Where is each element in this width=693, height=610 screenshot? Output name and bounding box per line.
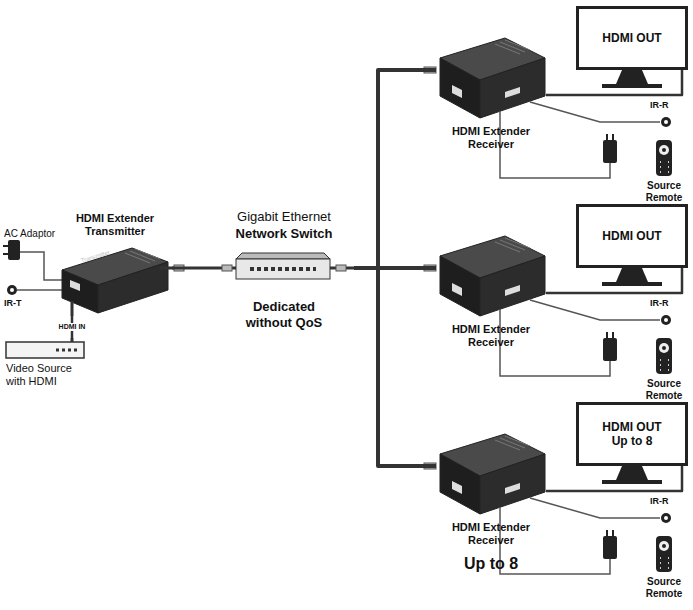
monitor-screen: HDMI OUT — [576, 6, 688, 70]
cable-connector — [546, 466, 682, 491]
cable-line — [546, 268, 682, 293]
part-label: Source Remote — [638, 576, 690, 599]
transmitter-front — [62, 270, 98, 313]
prong — [3, 253, 8, 255]
video-source-box — [6, 342, 84, 358]
vents — [125, 249, 160, 263]
device-box: HDMI Extender Receiver — [436, 34, 546, 158]
device-box: HDMI Extender Transmitter — [58, 212, 172, 316]
rj45-plug — [336, 265, 346, 271]
ac-adaptor — [8, 240, 20, 260]
device-box: HDMI Extender Receiver — [436, 232, 546, 356]
node-title: HDMI OUT — [602, 229, 661, 243]
part-label: IR-T — [4, 298, 22, 308]
source-buttons — [56, 349, 77, 352]
cable-connector — [546, 268, 682, 293]
device-box: Video Source with HDMI — [4, 338, 92, 396]
cable-line — [354, 268, 436, 466]
device-box: Gigabit EthernetNetwork SwitchDedicated … — [214, 207, 354, 335]
node-title: Gigabit Ethernet — [214, 209, 354, 225]
rj45-plug — [222, 265, 232, 271]
part-label: IR-R — [650, 496, 669, 506]
node-text: Up to 8 — [612, 434, 653, 448]
part-label: Source Remote — [638, 180, 690, 203]
node-title: HDMI Extender Receiver — [443, 323, 539, 349]
node-title: HDMI OUT — [602, 31, 661, 45]
cable-line — [354, 70, 436, 268]
part-label: Source Remote — [638, 378, 690, 401]
part-label: IR-R — [650, 100, 669, 110]
switch-ports — [250, 267, 316, 271]
node-title: Video Source with HDMI — [6, 362, 86, 388]
ir-wire — [17, 289, 62, 291]
ir-eye — [7, 285, 17, 295]
edge-label: HDMI IN — [57, 323, 88, 331]
node-title: HDMI OUT — [602, 420, 661, 434]
switch-top — [236, 253, 330, 259]
part-label: AC Adaptor — [4, 228, 55, 240]
ir-eye-lens — [10, 288, 14, 292]
cable-connector — [354, 268, 436, 466]
switch-body — [236, 259, 330, 279]
cable-line — [546, 466, 682, 491]
node-text: Network Switch — [214, 226, 354, 242]
node-title: HDMI Extender Receiver — [443, 521, 539, 547]
monitor-screen: HDMI OUTUp to 8 — [576, 402, 688, 466]
monitor-screen: HDMI OUT — [576, 204, 688, 268]
cable-line — [172, 267, 214, 270]
node-text: Up to 8 — [436, 554, 546, 573]
device-box: HDMI Extender Receiver Up to 8 — [436, 430, 546, 578]
cable-connector — [172, 268, 214, 269]
node-title: HDMI Extender Transmitter — [65, 212, 165, 238]
power-wire — [20, 252, 62, 280]
cable-line — [546, 70, 682, 95]
part-label: IR-R — [650, 298, 669, 308]
prong — [3, 245, 8, 247]
transmitter-side — [98, 262, 168, 313]
node-text: Dedicated without QoS — [234, 299, 334, 330]
cable-connector — [546, 70, 682, 95]
node-title: HDMI Extender Receiver — [443, 125, 539, 151]
cable-connector — [354, 70, 436, 268]
port — [70, 280, 80, 291]
